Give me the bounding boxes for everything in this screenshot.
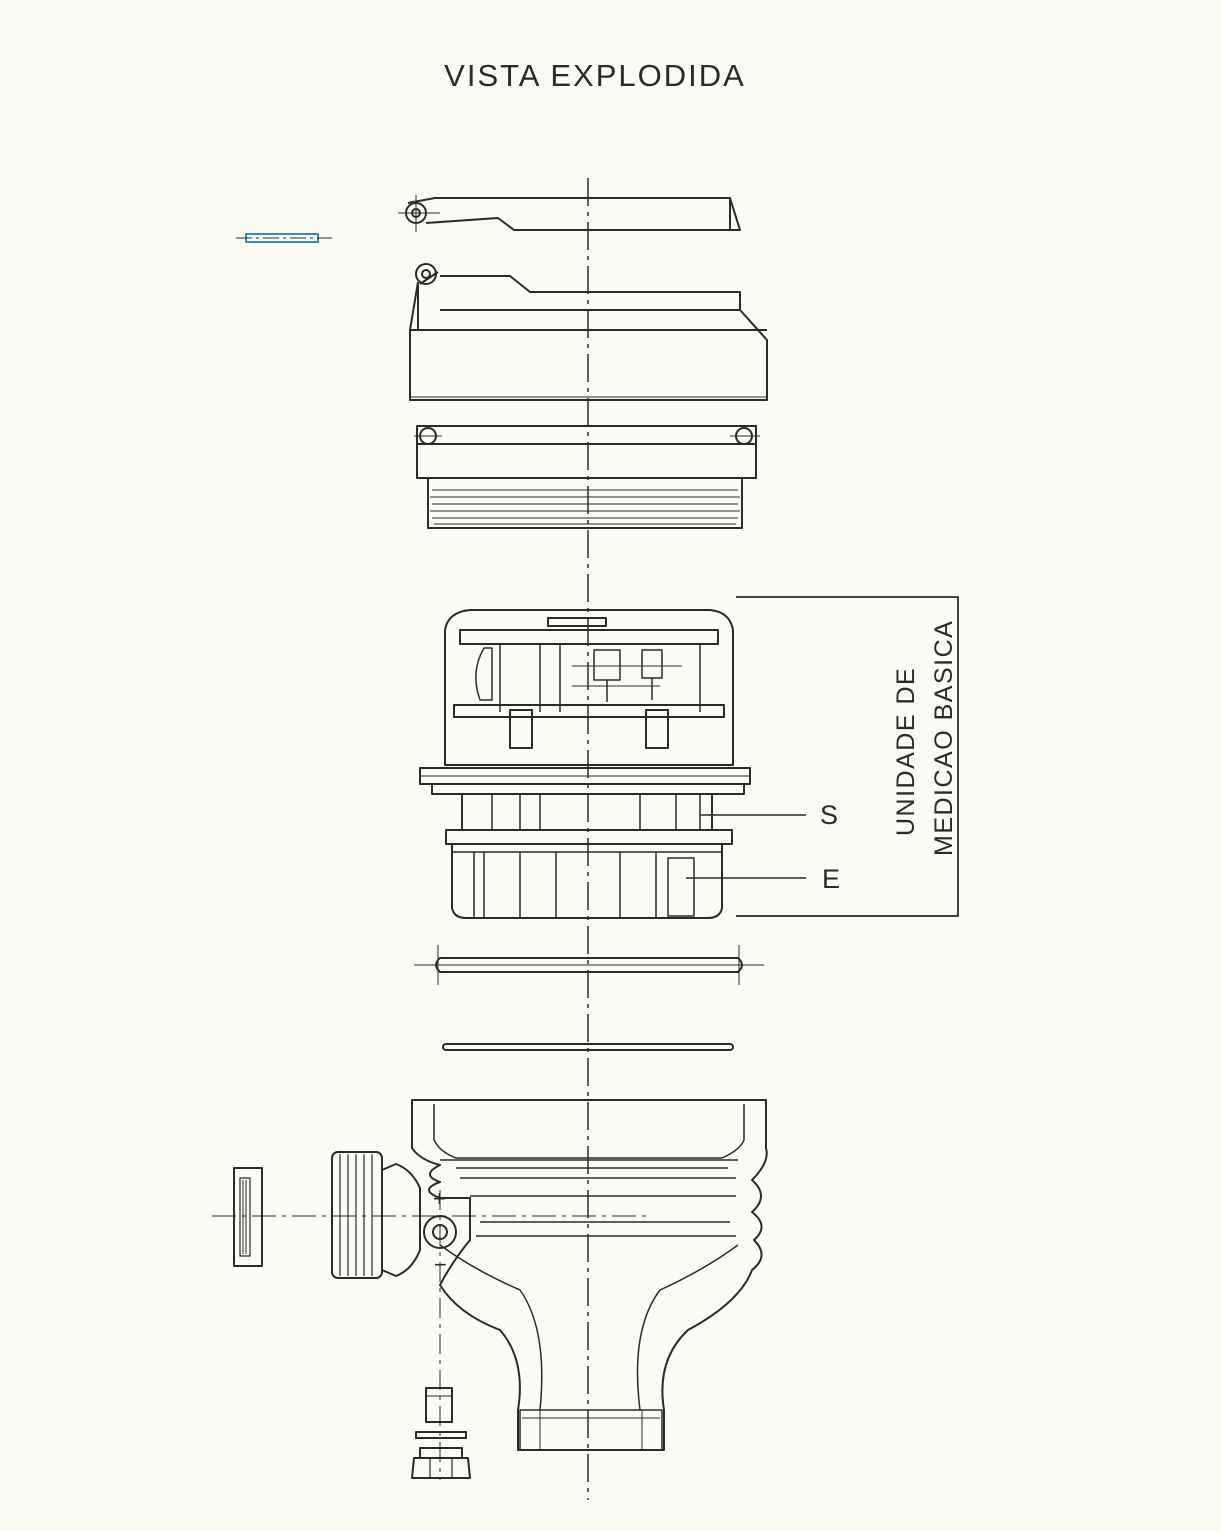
lid-flap <box>398 195 741 232</box>
drain-plug <box>411 1387 471 1479</box>
measuring-unit <box>419 609 751 919</box>
label-s: S <box>820 800 838 830</box>
page-title: VISTA EXPLODIDA <box>444 58 746 93</box>
inlet-nipple <box>212 1151 650 1480</box>
o-ring <box>442 1043 734 1051</box>
minus-sign: − <box>434 1252 447 1277</box>
unit-label-line2: MEDICAO BASICA <box>930 620 958 856</box>
plus-sign: + <box>433 1186 446 1211</box>
label-e: E <box>822 864 840 894</box>
strainer-cap <box>233 1167 263 1267</box>
unit-bracket <box>736 596 959 917</box>
unit-label-line1: UNIDADE DE <box>892 667 920 836</box>
threaded-ring <box>414 425 760 529</box>
gasket <box>414 945 764 985</box>
cover-body <box>409 263 768 401</box>
hinge-pin <box>236 233 332 243</box>
meter-body <box>411 1099 768 1451</box>
